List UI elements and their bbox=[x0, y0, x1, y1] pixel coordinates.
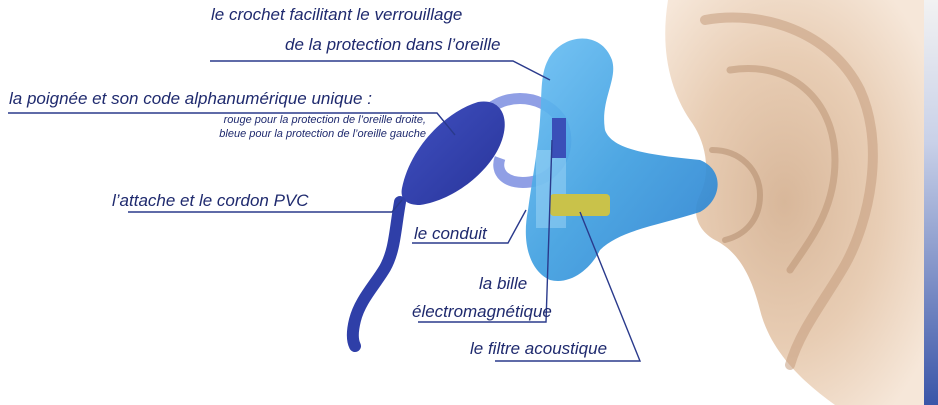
label-poignee-sub1: rouge pour la protection de l’oreille dr… bbox=[224, 113, 426, 128]
edge-bar bbox=[924, 0, 938, 405]
label-conduit: le conduit bbox=[414, 224, 487, 244]
label-filtre: le filtre acoustique bbox=[470, 339, 607, 359]
label-attache: l’attache et le cordon PVC bbox=[112, 191, 309, 211]
label-crochet-line1: le crochet facilitant le verrouillage bbox=[211, 5, 462, 25]
label-poignee-sub2: bleue pour la protection de l’oreille ga… bbox=[219, 127, 426, 142]
bille-shape bbox=[552, 118, 566, 158]
cord-shape bbox=[353, 202, 400, 346]
label-poignee: la poignée et son code alphanumérique un… bbox=[9, 89, 372, 109]
label-crochet-line2: de la protection dans l’oreille bbox=[285, 35, 500, 55]
label-bille-line1: la bille bbox=[479, 274, 527, 294]
earplug-illustration bbox=[353, 39, 718, 346]
leader-crochet bbox=[210, 61, 550, 80]
label-bille-line2: électromagnétique bbox=[412, 302, 552, 322]
